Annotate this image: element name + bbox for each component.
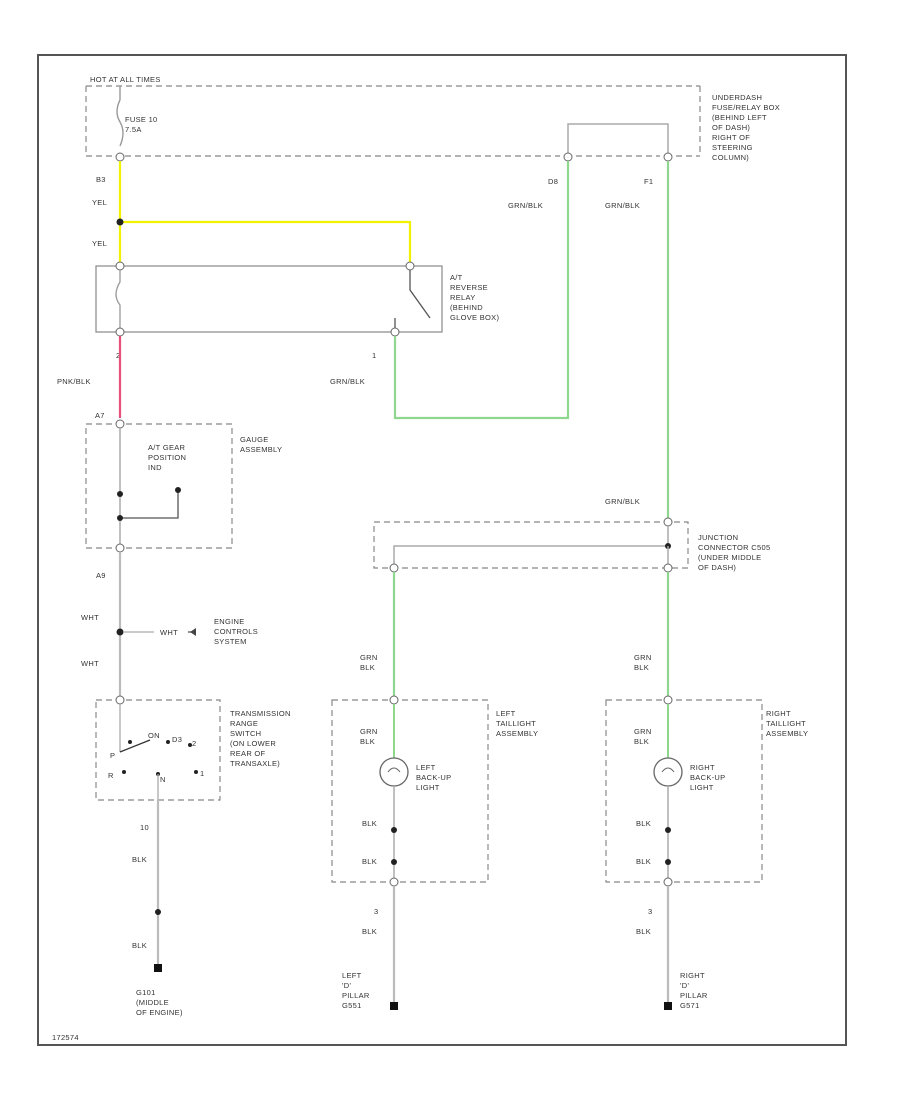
wht-label-1: WHT bbox=[81, 613, 99, 622]
f1-label: F1 bbox=[644, 177, 653, 186]
switch-pos-n: N bbox=[160, 775, 166, 784]
left-taillight-outline bbox=[331, 699, 489, 883]
range-switch-arm bbox=[119, 739, 151, 753]
grn-blk-label-1: GRN/BLK bbox=[508, 201, 543, 210]
yel-label-2: YEL bbox=[92, 239, 107, 248]
switch-pos-p: P bbox=[110, 751, 115, 760]
relay-switch-contact bbox=[409, 270, 431, 319]
blk-r2-label: BLK bbox=[636, 857, 651, 866]
wht-splice bbox=[116, 628, 124, 636]
blk-l3-label: BLK bbox=[362, 927, 377, 936]
right-backup-bulb bbox=[653, 757, 683, 787]
fuse-box-terminal-d8 bbox=[563, 152, 573, 162]
relay-pin-2: 2 bbox=[116, 351, 120, 360]
pin-10-label: 10 bbox=[140, 823, 149, 832]
yel-splice bbox=[116, 218, 124, 226]
gear-indicator-wire bbox=[120, 492, 179, 519]
blk-label-2: BLK bbox=[132, 941, 147, 950]
fuse-box-terminal-b3 bbox=[115, 152, 125, 162]
b3-label: B3 bbox=[96, 175, 106, 184]
switch-pos-1: 1 bbox=[200, 769, 204, 778]
grn-blk-relay-wire bbox=[393, 161, 570, 420]
junction-connector-outline bbox=[373, 521, 689, 569]
blk-r1-label: BLK bbox=[636, 819, 651, 828]
relay-pin-1: 1 bbox=[372, 351, 376, 360]
fuse-symbol bbox=[116, 99, 124, 147]
blk-r3-label: BLK bbox=[636, 927, 651, 936]
switch-pos-r: R bbox=[108, 771, 114, 780]
wht-label-3: WHT bbox=[160, 628, 178, 637]
grn-blk-label-3: GRN/BLK bbox=[330, 377, 365, 386]
grn-blk-label-4: GRN/BLK bbox=[605, 497, 640, 506]
left-pillar-ground-symbol bbox=[390, 1002, 398, 1010]
left-backup-bulb bbox=[379, 757, 409, 787]
diagram-frame bbox=[37, 54, 847, 1046]
underdash-fuse-box-outline bbox=[85, 85, 701, 157]
relay-coil bbox=[115, 270, 121, 328]
right-pillar-ground-symbol bbox=[664, 1002, 672, 1010]
blk-label-1: BLK bbox=[132, 855, 147, 864]
pin-r-label: 3 bbox=[648, 907, 652, 916]
pin-l-label: 3 bbox=[374, 907, 378, 916]
yel-wire-relay bbox=[120, 220, 412, 266]
ground-g101-symbol bbox=[154, 964, 162, 972]
right-taillight-outline bbox=[605, 699, 763, 883]
grn-blk-label-2: GRN/BLK bbox=[605, 201, 640, 210]
d8-label: D8 bbox=[548, 177, 558, 186]
switch-pos-on: ON bbox=[148, 731, 160, 740]
wht-label-2: WHT bbox=[81, 659, 99, 668]
reverse-relay-box bbox=[95, 265, 443, 333]
diagram-id: 172574 bbox=[52, 1033, 79, 1042]
gauge-assembly-outline bbox=[85, 423, 233, 549]
switch-pos-2: 2 bbox=[192, 739, 196, 748]
a7-label: A7 bbox=[95, 411, 105, 420]
yel-label-1: YEL bbox=[92, 198, 107, 207]
switch-pos-d3: D3 bbox=[172, 735, 182, 744]
blk-l2-label: BLK bbox=[362, 857, 377, 866]
junction-internal-wire bbox=[393, 526, 669, 568]
blk-l1-label: BLK bbox=[362, 819, 377, 828]
fuse-box-terminal-f1 bbox=[663, 152, 673, 162]
pnk-blk-label: PNK/BLK bbox=[57, 377, 91, 386]
a9-label: A9 bbox=[96, 571, 106, 580]
hot-at-all-times-label: HOT AT ALL TIMES bbox=[90, 75, 161, 84]
fuse-box-internal-wire bbox=[567, 123, 669, 156]
